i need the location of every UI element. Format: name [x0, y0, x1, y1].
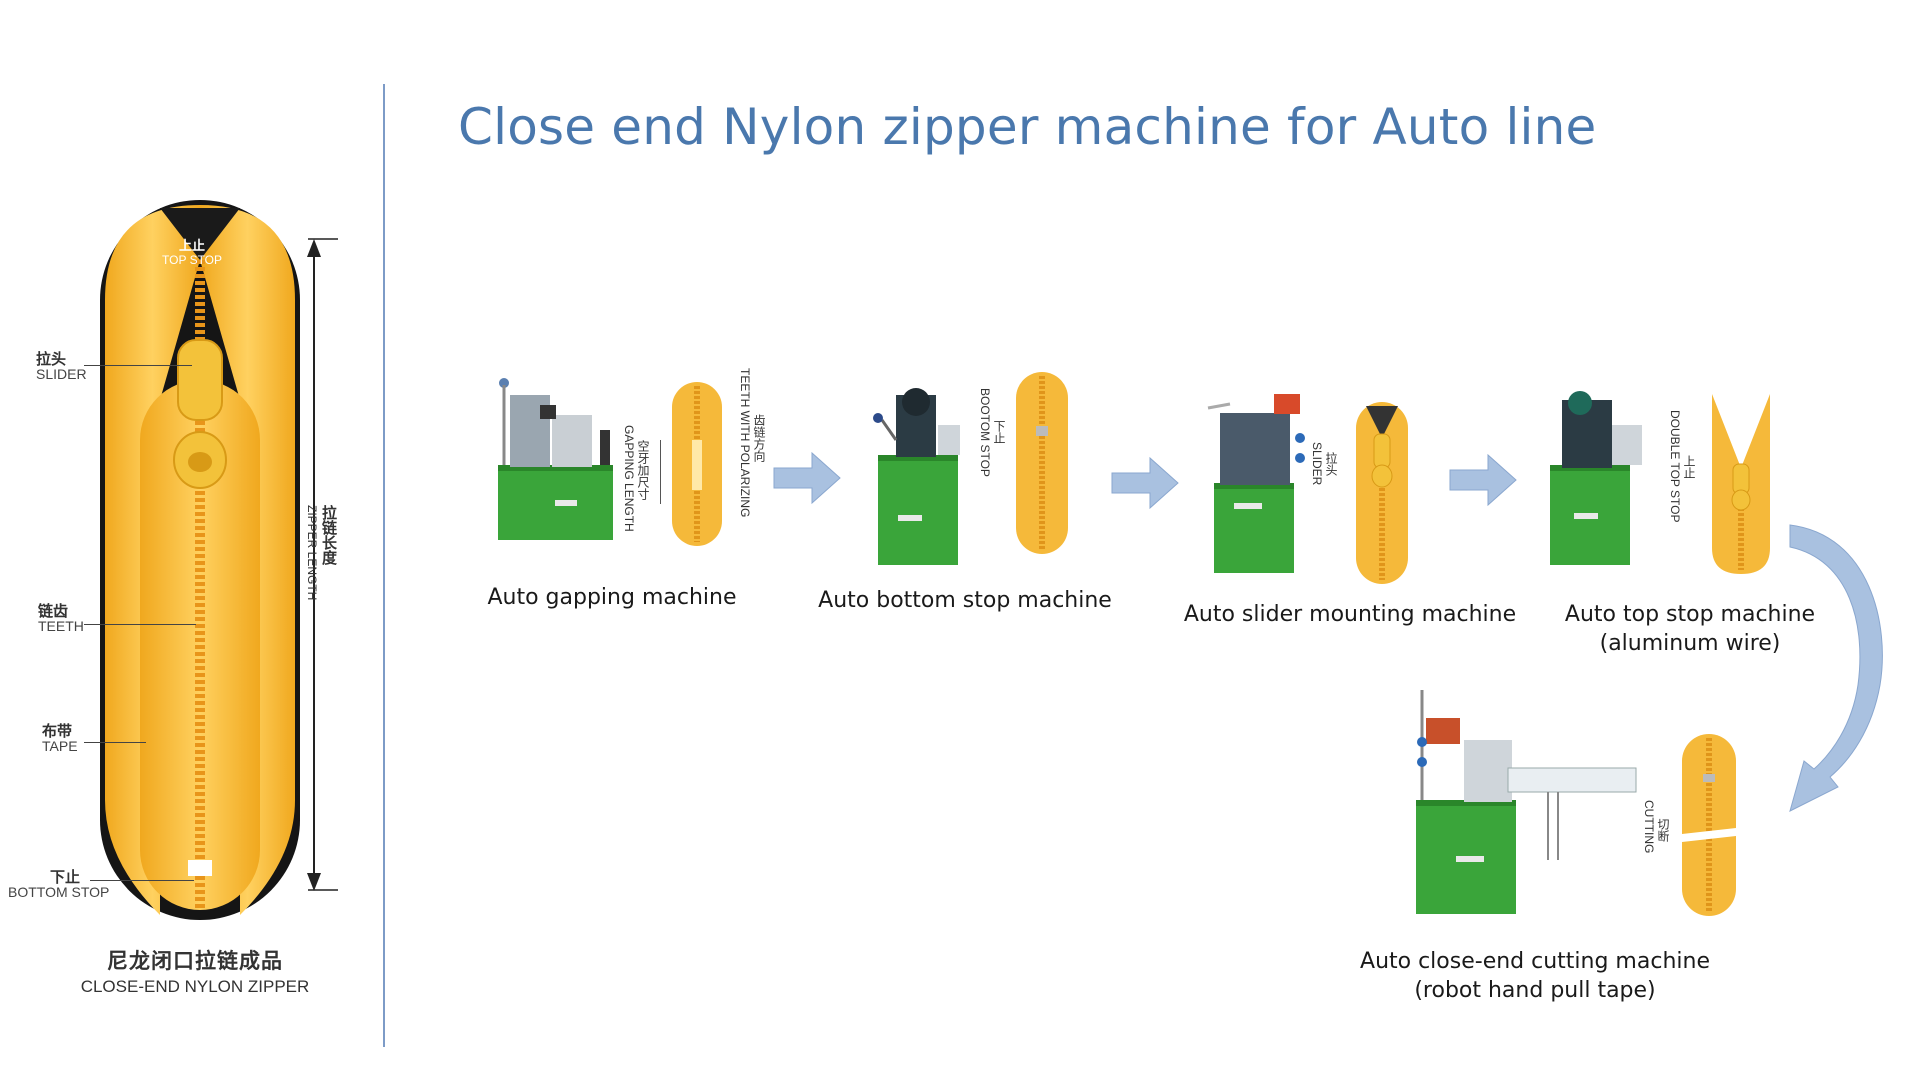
step-3-caption: Auto slider mounting machine — [1183, 602, 1517, 627]
slider-mounting-machine-image — [1200, 388, 1310, 578]
step-5-caption: Auto close-end cutting machine (robot ha… — [1360, 949, 1710, 1003]
zipper-length-arrow — [300, 235, 340, 895]
bottom-stop-zipper-image — [1012, 368, 1072, 558]
flow-arrow-3 — [1448, 452, 1518, 508]
teeth-label: 链齿 TEETH — [38, 603, 84, 634]
slider-en-label: SLIDER — [1310, 442, 1324, 486]
gapping-length-cn: 空牙加尺寸 — [636, 440, 650, 500]
tape-label: 布带 TAPE — [42, 723, 78, 754]
bottom-stop-cn: 下止 — [992, 420, 1006, 444]
zipper-length-cn: 拉链长度 — [320, 505, 337, 565]
bootom-stop-label: BOOTOM STOP — [978, 388, 992, 477]
cutting-machine-image — [1408, 690, 1638, 920]
page-title: Close end Nylon zipper machine for Auto … — [458, 98, 1597, 156]
teeth-with-polarizing-label: TEETH WITH POLARIZING — [738, 368, 752, 518]
cutting-en-label: CUTTING — [1642, 800, 1656, 854]
top-stop-machine-image — [1540, 385, 1650, 570]
double-top-stop-label: DOUBLE TOP STOP — [1668, 410, 1682, 523]
zipper-diagram-image — [100, 200, 300, 920]
slider-label: 拉头 SLIDER — [36, 351, 87, 382]
cutting-cn-label: 切断 — [1656, 818, 1670, 842]
flow-arrow-curved — [1780, 515, 1890, 825]
gapping-machine-image — [490, 375, 620, 545]
step-1-caption: Auto gapping machine — [487, 585, 737, 610]
zipper-caption: 尼龙闭口拉链成品 CLOSE-END NYLON ZIPPER — [80, 950, 310, 996]
top-stop-cn-label: 上止 — [1682, 455, 1696, 479]
flow-arrow-2 — [1110, 455, 1180, 511]
vertical-divider — [383, 84, 385, 1047]
top-stop-zipper-image — [1706, 388, 1776, 578]
zipper-length-en: ZIPPER LENGTH — [305, 505, 319, 601]
slider-cn-label: 拉头 — [1324, 452, 1338, 476]
top-stop-label: 上止 TOP STOP — [162, 238, 223, 267]
gapping-zipper-image — [668, 378, 726, 550]
bottom-stop-machine-image — [868, 380, 968, 570]
step-2-caption: Auto bottom stop machine — [818, 588, 1112, 613]
slider-zipper-image — [1352, 398, 1412, 588]
step-4-caption: Auto top stop machine (aluminum wire) — [1564, 602, 1816, 656]
gapping-length-label: GAPPING LENGTH — [622, 425, 636, 532]
cutting-zipper-image — [1678, 730, 1740, 920]
teeth-polarizing-cn: 齿链方向 — [752, 414, 766, 462]
bottom-stop-label: 下止 BOTTOM STOP — [8, 869, 110, 900]
flow-arrow-1 — [772, 450, 842, 506]
